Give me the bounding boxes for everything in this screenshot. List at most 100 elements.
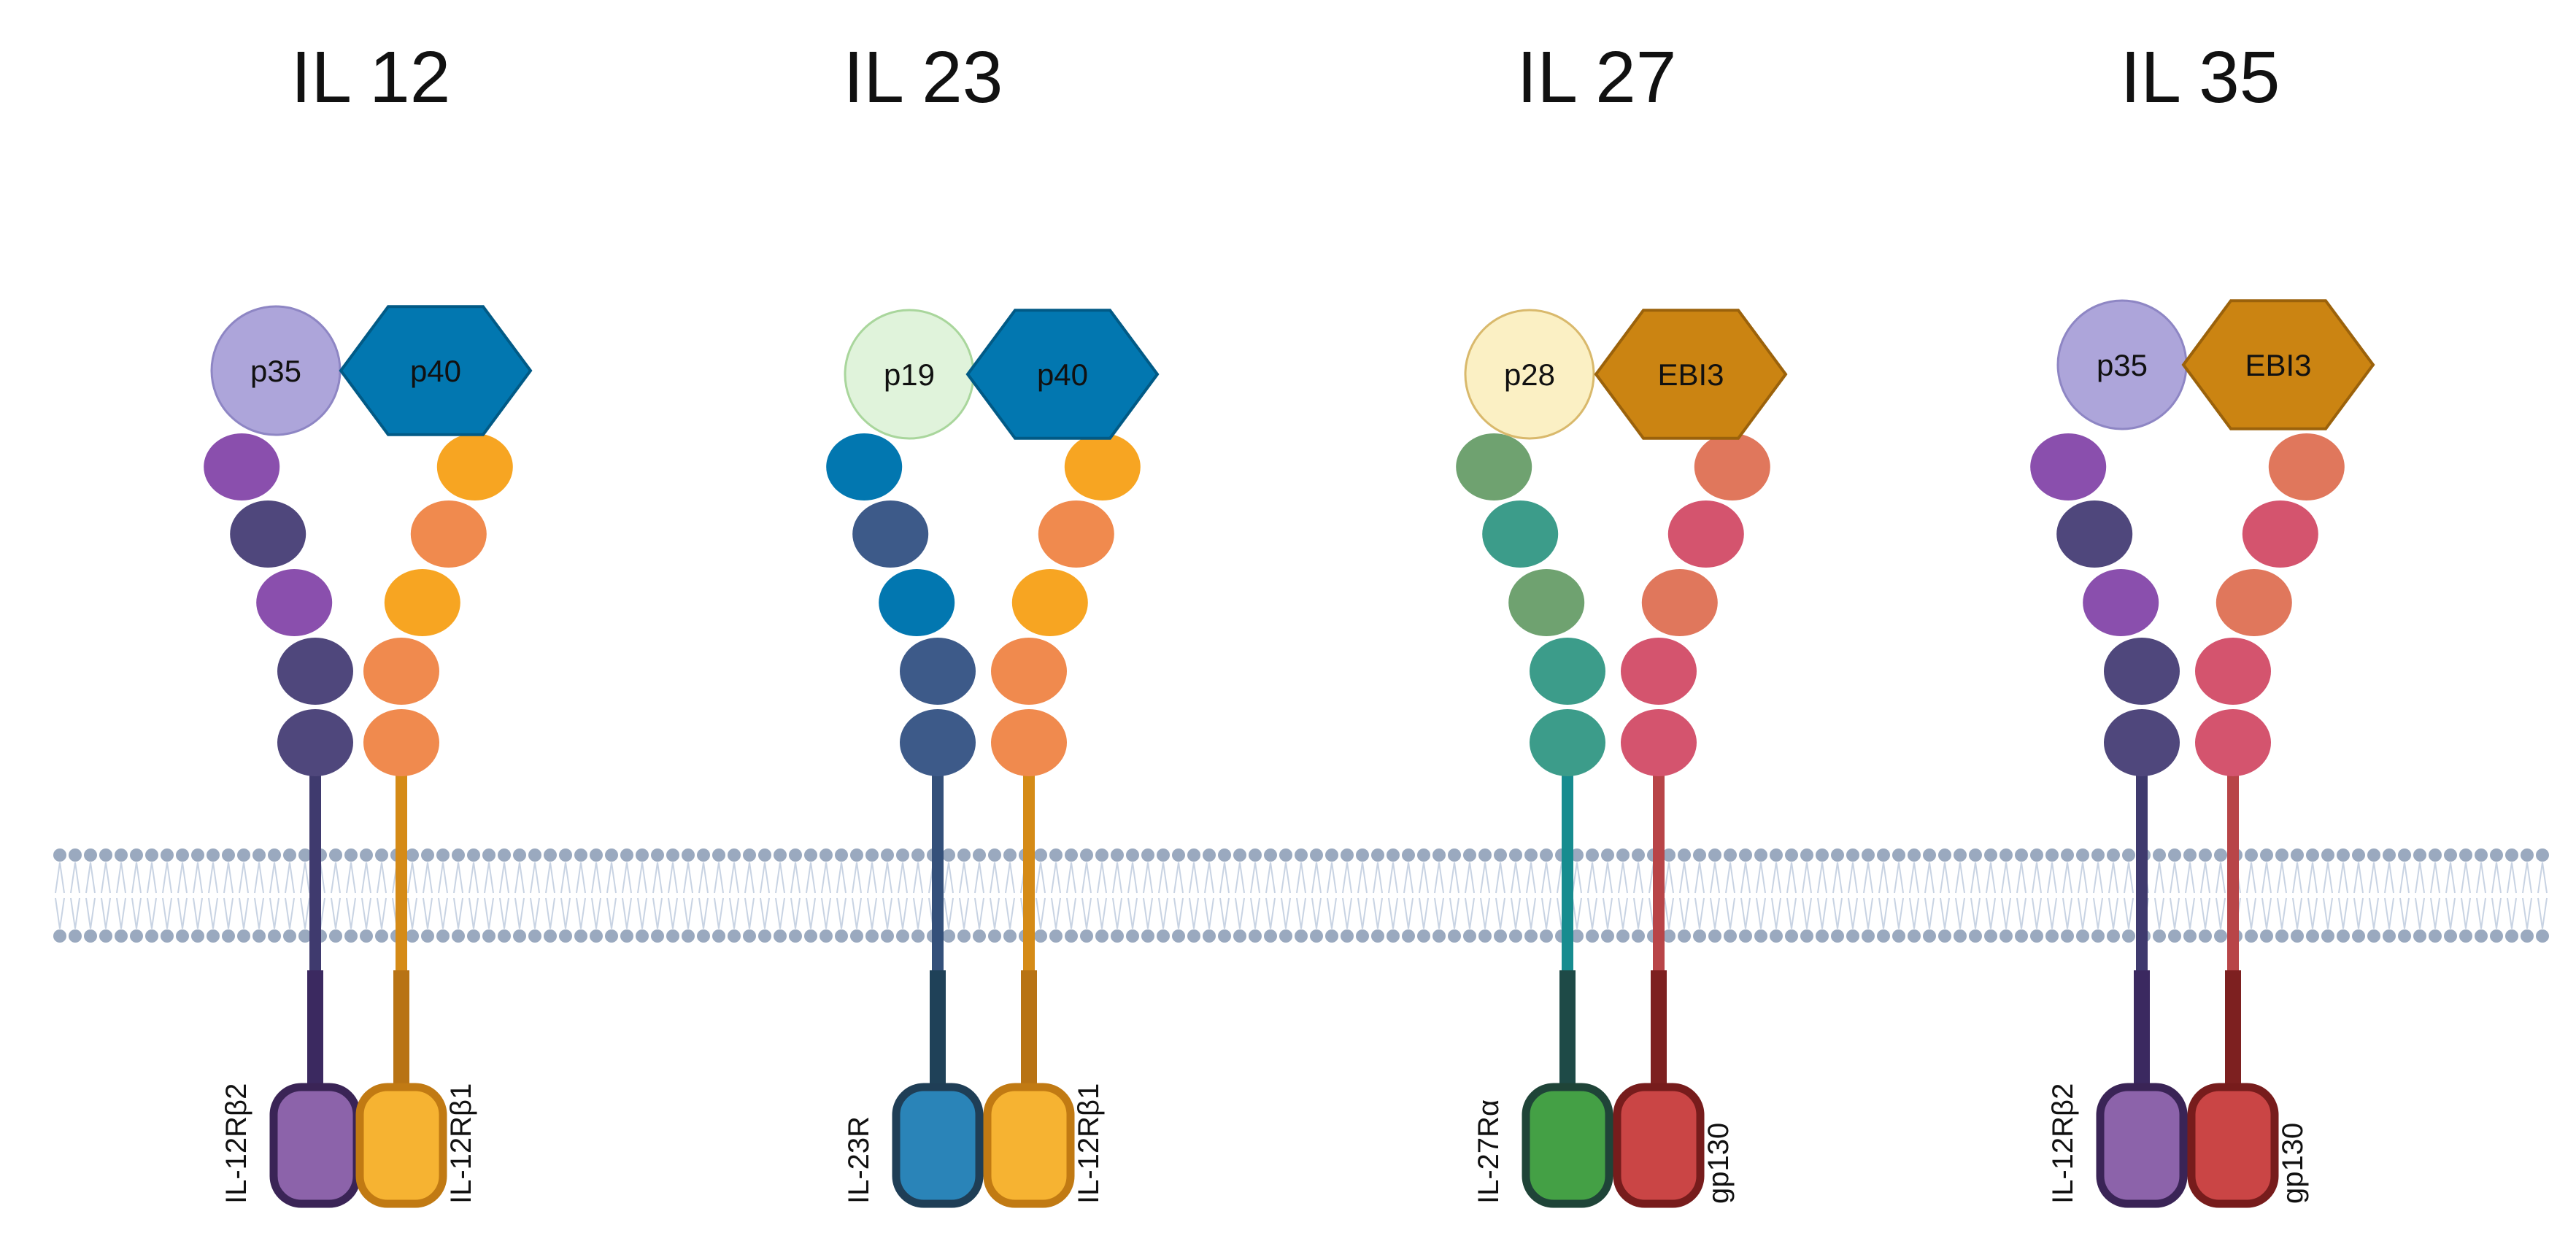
lipid-head xyxy=(1478,929,1492,943)
lipid-head xyxy=(1034,929,1047,943)
lipid-head xyxy=(115,848,128,862)
lipid-head xyxy=(2490,848,2503,862)
lipid-tail xyxy=(1480,897,1490,929)
lipid-head xyxy=(1295,929,1308,943)
lipid-tail xyxy=(254,897,264,929)
lipid-tail xyxy=(1832,862,1843,894)
lipid-head xyxy=(69,929,82,943)
intracellular-domain xyxy=(355,1083,447,1208)
lipid-tail xyxy=(468,862,479,894)
lipid-head xyxy=(1938,929,1951,943)
lipid-head xyxy=(222,929,235,943)
lipid-head xyxy=(222,848,235,862)
lipid-tail xyxy=(1342,862,1352,894)
lipid-tail xyxy=(944,897,954,929)
receptor-domain xyxy=(1621,709,1697,776)
lipid-tail xyxy=(116,897,126,929)
lipid-head xyxy=(176,929,189,943)
lipid-head xyxy=(1770,848,1783,862)
lipid-head xyxy=(1387,848,1400,862)
lipid-head xyxy=(482,848,495,862)
lipid-tail xyxy=(1388,862,1398,894)
lipid-head xyxy=(268,929,281,943)
lipid-head xyxy=(2536,929,2549,943)
receptor-stalk xyxy=(2136,759,2148,978)
right-receptor-label: IL-12Rβ1 xyxy=(445,1083,477,1204)
lipid-head xyxy=(1463,929,1476,943)
lipid-tail xyxy=(438,862,448,894)
lipid-tail xyxy=(2292,862,2302,894)
lipid-tail xyxy=(775,897,785,929)
large-subunit-label: p40 xyxy=(1037,357,1088,392)
lipid-tail xyxy=(1679,862,1689,894)
lipid-tail xyxy=(1480,862,1490,894)
lipid-head xyxy=(1632,929,1645,943)
lipid-head xyxy=(1693,848,1706,862)
lipid-head xyxy=(84,929,97,943)
lipid-head xyxy=(804,929,817,943)
lipid-head xyxy=(2015,929,2028,943)
receptor-domain xyxy=(991,709,1067,776)
lipid-head xyxy=(1448,848,1461,862)
lipid-tails xyxy=(55,862,2548,929)
lipid-tail xyxy=(2108,897,2118,929)
receptor-domain xyxy=(1508,569,1585,636)
lipid-tail xyxy=(85,897,96,929)
panel-title: IL 23 xyxy=(844,36,1003,118)
lipid-head xyxy=(2505,848,2518,862)
lipid-tail xyxy=(1265,897,1276,929)
receptor-domain xyxy=(2030,433,2107,500)
lipid-tail xyxy=(2216,897,2226,929)
lipid-head xyxy=(1310,848,1323,862)
lipid-tail xyxy=(1633,897,1643,929)
lipid-tail xyxy=(131,897,142,929)
lipid-head xyxy=(2413,929,2426,943)
lipid-head xyxy=(1003,848,1017,862)
lipid-tail xyxy=(2507,862,2517,894)
lipid-head xyxy=(1785,929,1798,943)
lipid-tail xyxy=(70,862,80,894)
lipid-tail xyxy=(1235,862,1245,894)
lipid-tail xyxy=(1986,897,1996,929)
lipid-head xyxy=(1356,929,1369,943)
receptor-domain xyxy=(384,569,460,636)
lipid-tail xyxy=(1940,897,1950,929)
lipid-tail xyxy=(668,897,678,929)
lipid-tail xyxy=(2078,897,2088,929)
lipid-head xyxy=(2183,848,2197,862)
receptor-domain xyxy=(277,709,353,776)
lipid-head xyxy=(161,848,174,862)
lipid-tail xyxy=(1143,897,1153,929)
lipid-tail xyxy=(1419,897,1429,929)
lipid-head xyxy=(436,929,450,943)
lipid-tail xyxy=(269,862,279,894)
lipid-head xyxy=(1770,929,1783,943)
lipid-head xyxy=(2352,929,2365,943)
lipid-tail xyxy=(1710,862,1720,894)
lipid-tail xyxy=(1296,897,1306,929)
intracellular-domain xyxy=(892,1083,984,1208)
lipid-head xyxy=(2275,929,2288,943)
lipid-head xyxy=(99,848,112,862)
lipid-tail xyxy=(560,862,571,894)
lipid-head xyxy=(1126,848,1139,862)
lipid-tail xyxy=(254,862,264,894)
lipid-tail xyxy=(913,862,923,894)
lipid-head xyxy=(283,848,296,862)
lipid-head xyxy=(1754,929,1767,943)
lipid-tail xyxy=(2170,862,2180,894)
lipid-tail xyxy=(2154,897,2164,929)
lipid-tail xyxy=(1173,897,1184,929)
lipid-head xyxy=(1417,848,1430,862)
right-receptor-chain xyxy=(1613,433,1770,1208)
lipid-tail xyxy=(2078,862,2088,894)
receptor-stalk xyxy=(1023,759,1035,978)
lipid-tail xyxy=(2062,862,2072,894)
lipid-head xyxy=(1831,929,1844,943)
lipid-head xyxy=(728,929,741,943)
lipid-tail xyxy=(2292,897,2302,929)
lipid-head xyxy=(513,848,526,862)
left-receptor-label: IL-12Rβ2 xyxy=(2047,1083,2079,1204)
panel-title: IL 27 xyxy=(1517,36,1677,118)
